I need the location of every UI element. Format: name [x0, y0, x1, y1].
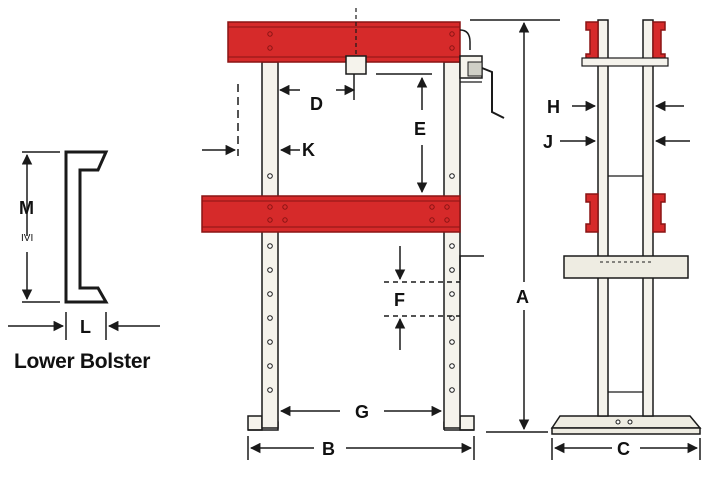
dimension-label-h: H	[547, 97, 560, 117]
dimension-label-a: A	[516, 287, 529, 307]
left-foot	[247, 415, 263, 431]
dimension-label-c: C	[617, 439, 630, 459]
upper-bolster	[227, 21, 461, 63]
side-upper-bolster-right	[652, 21, 666, 63]
dimension-label-d: D	[310, 94, 323, 114]
side-upper-bolster-left	[585, 21, 599, 63]
dimension-label-k: K	[302, 140, 315, 160]
dimension-label-g: G	[355, 402, 369, 422]
lower-bolster-section: M IVI L Lower Bolster	[8, 150, 160, 373]
dimension-label-m-sub: IVI	[21, 233, 33, 244]
side-lower-bolster-left	[585, 193, 599, 233]
lower-bolster-caption: Lower Bolster	[14, 350, 150, 373]
side-dimensions	[551, 100, 701, 460]
front-dimensions	[202, 19, 560, 460]
dimension-label-l: L	[80, 317, 91, 337]
side-base-plate	[550, 415, 702, 429]
dimension-label-j: J	[543, 132, 553, 152]
bolster-channel-profile	[64, 150, 109, 304]
ram-cylinder	[345, 55, 367, 75]
side-work-table	[563, 255, 689, 279]
press-front-view	[201, 8, 505, 431]
dimension-label-e: E	[414, 119, 426, 139]
dimension-label-b: B	[322, 439, 335, 459]
dimension-label-m: M	[19, 198, 34, 218]
lower-bolster-front	[201, 195, 461, 233]
dimension-label-f: F	[394, 290, 405, 310]
press-side-view	[550, 19, 702, 435]
side-upright-right	[642, 19, 654, 417]
side-upright-left	[597, 19, 609, 417]
side-lower-bolster-right	[652, 193, 666, 233]
pump-assembly	[459, 29, 505, 119]
right-foot	[459, 415, 475, 431]
